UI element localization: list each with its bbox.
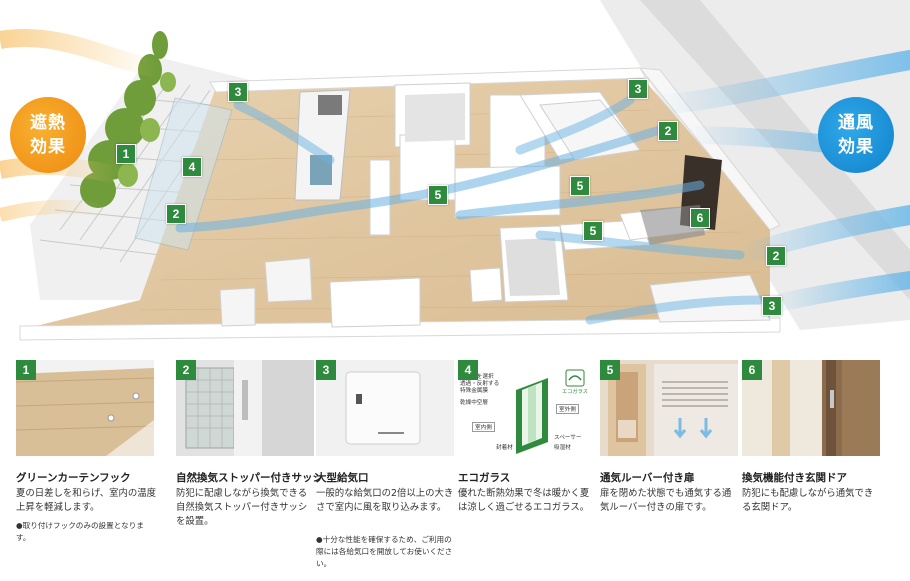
plan-badge-5a: 5 [428, 185, 448, 205]
heat-shield-effect-badge: 遮熱 効果 [10, 97, 86, 173]
feature-title-2: 自然換気ストッパー付きサッシ [176, 472, 323, 484]
feature-card-2: 2 自然換気ストッパー付きサッシ 防犯に配慮しながら換気できる自然換気ストッパー… [176, 360, 323, 575]
floor-plan-drawing [0, 0, 910, 341]
plan-badge-2a: 2 [166, 204, 186, 224]
tv-board [329, 277, 421, 328]
vent-effect-line2: 効果 [838, 137, 874, 157]
feature-note-3: ●十分な性能を確保するため、ご利用の際には各給気口を開放してお使いください。 [316, 535, 453, 568]
sofa [264, 257, 313, 303]
heat-effect-line2: 効果 [30, 137, 66, 157]
eco-glass-label-l2: 透過・反射する [460, 381, 500, 387]
feature-title-6: 換気機能付き玄関ドア [742, 472, 847, 484]
feature-desc-2: 防犯に配慮しながら換気できる自然換気ストッパー付きサッシを設置。 [176, 488, 308, 527]
eco-glass-label-dry: 乾燥中空層 [460, 400, 488, 406]
feature-number-3: 3 [316, 360, 336, 380]
feature-desc-1: 夏の日差しを和らげ、室内の温度上昇を軽減します。 [16, 488, 156, 513]
feature-card-5: 5 通気ルーバー付き扉 扉を閉めた状態でも通気する通気ルーバー付きの扉です。 [600, 360, 738, 575]
plan-badge-2c: 2 [766, 246, 786, 266]
feature-number-6: 6 [742, 360, 762, 380]
vent-effect-line1: 通風 [838, 113, 874, 133]
feature-title-5: 通気ルーバー付き扉 [600, 472, 695, 484]
eco-glass-label-desiccant: 吸湿材 [554, 445, 571, 451]
feature-title-3: 大型給気口 [316, 472, 369, 484]
eco-glass-diagram: 光や熱を選択 透過・反射する 特殊金属膜 乾燥中空層 室内側 室外側 スペーサー… [458, 360, 596, 456]
eco-glass-label-indoor: 室内側 [472, 422, 495, 432]
feature-desc-3: 一般的な給気口の2倍以上の大きさで室内に風を取り込みます。 [316, 488, 454, 513]
feature-number-1: 1 [16, 360, 36, 380]
feature-title-4: エコガラス [458, 472, 511, 484]
feature-number-2: 2 [176, 360, 196, 380]
ventilation-stopper-sash-photo [176, 360, 314, 456]
eco-glass-logo: エコガラス [562, 389, 588, 395]
plan-badge-3b: 3 [628, 79, 648, 99]
feature-card-3: 3 大型給気口 一般的な給気口の2倍以上の大きさで室内に風を取り込みます。 ●十… [316, 360, 454, 575]
plan-badge-2b: 2 [658, 121, 678, 141]
ventilation-effect-badge: 通風 効果 [818, 97, 894, 173]
eco-glass-label-spacer: スペーサー [554, 435, 582, 441]
plan-badge-6: 6 [690, 208, 710, 228]
feature-title-1: グリーンカーテンフック [16, 472, 131, 484]
plan-badge-1: 1 [116, 144, 136, 164]
feature-card-1: 1 グリーンカーテンフック 夏の日差しを和らげ、室内の温度上昇を軽減します。 ●… [16, 360, 156, 575]
green-curtain-hook-photo [16, 360, 154, 456]
feature-number-4: 4 [458, 360, 478, 380]
feature-desc-5: 扉を閉めた状態でも通気する通気ルーバー付きの扉です。 [600, 488, 732, 513]
plan-badge-5b: 5 [570, 176, 590, 196]
eco-glass-label-sealant: 封着材 [496, 445, 513, 451]
eco-glass-label-outdoor: 室外側 [556, 404, 579, 414]
feature-number-5: 5 [600, 360, 620, 380]
large-air-inlet-photo [316, 360, 454, 456]
feature-list: 1 グリーンカーテンフック 夏の日差しを和らげ、室内の温度上昇を軽減します。 ●… [16, 360, 894, 575]
plan-badge-4: 4 [182, 157, 202, 177]
plan-badge-3c: 3 [762, 296, 782, 316]
kitchen [294, 89, 351, 201]
ventilation-entrance-door-photo [742, 360, 880, 456]
feature-desc-4: 優れた断熱効果で冬は暖かく夏は涼しく過ごせるエコガラス。 [458, 488, 590, 513]
plan-badge-3a: 3 [228, 82, 248, 102]
feature-desc-6: 防犯にも配慮しながら通気できる玄関ドア。 [742, 488, 874, 513]
heat-effect-line1: 遮熱 [30, 113, 66, 133]
plan-badge-5c: 5 [583, 221, 603, 241]
eco-glass-label-l3: 特殊金属膜 [460, 388, 488, 394]
floor-plan-illustration: 遮熱 効果 通風 効果 1 2 2 2 3 3 3 4 5 5 5 6 [0, 0, 910, 341]
feature-card-4: 光や熱を選択 透過・反射する 特殊金属膜 乾燥中空層 室内側 室外側 スペーサー… [458, 360, 596, 575]
feature-card-6: 6 換気機能付き玄関ドア 防犯にも配慮しながら通気できる玄関ドア。 [742, 360, 880, 575]
feature-note-1: ●取り付けフックのみの設置となります。 [16, 521, 144, 542]
louver-door-photo [600, 360, 738, 456]
ventilation-wind-streams [175, 50, 910, 325]
